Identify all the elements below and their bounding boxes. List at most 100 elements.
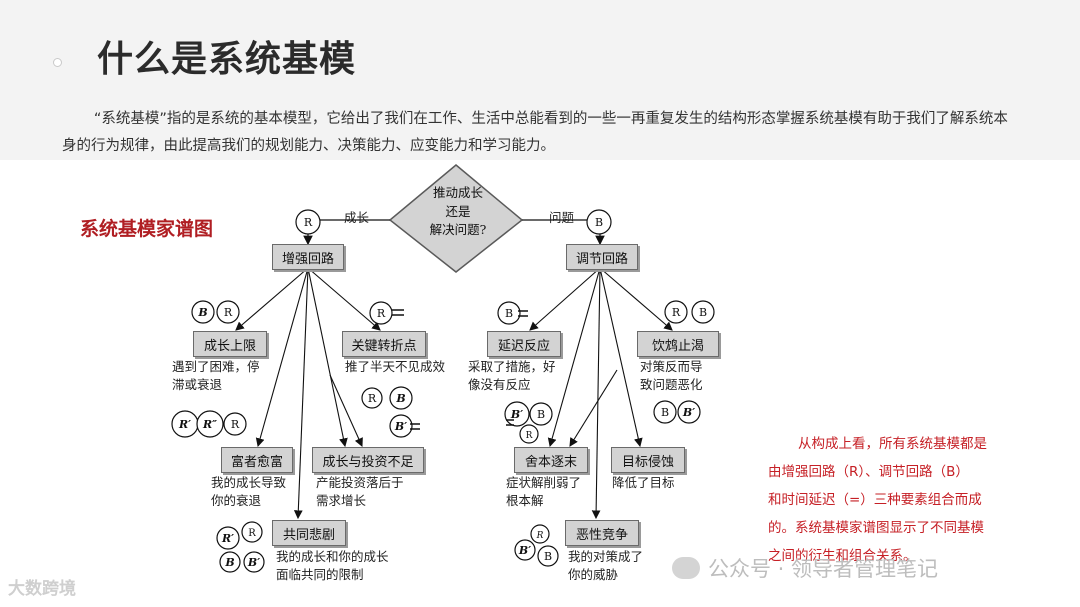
- page-title: 什么是系统基模: [97, 39, 357, 80]
- delay-box: 延迟反应: [487, 331, 561, 357]
- fixes-desc: 对策反而导致问题恶化: [640, 359, 703, 392]
- bullet-dot-icon: [53, 58, 62, 67]
- loop-glyph-Bp: B′: [682, 406, 695, 419]
- loop-glyph-R: R: [672, 306, 681, 319]
- loop-glyph-R: R: [368, 392, 377, 405]
- note-line-2: 由增强回路（R）、调节回路（B）: [768, 464, 969, 480]
- loop-glyph-B: B: [595, 216, 603, 229]
- root-diamond: [388, 164, 524, 273]
- underinvest-desc: 产能投资落后于需求增长: [316, 475, 404, 508]
- success-desc: 我的成长导致你的衰退: [211, 475, 287, 508]
- escalation-box: 恶性竞争: [565, 520, 639, 546]
- edge-limits-underinvest: [329, 374, 363, 448]
- note-line-1: 从构成上看，所有系统基模都是: [798, 436, 987, 452]
- loop-glyph-R: R: [536, 531, 544, 541]
- loop-glyph-Bp: B′: [247, 556, 260, 569]
- root-question: 推动成长 还是 解决问题?: [408, 184, 508, 240]
- commons-rp-loop-icon: [216, 526, 240, 550]
- watermark-brand: 大数跨境: [8, 579, 76, 599]
- loop-glyph-B: B: [505, 307, 513, 320]
- erosion-bp-loop-icon: [677, 400, 701, 424]
- delay-desc: 采取了措施，好像没有反应: [468, 359, 556, 392]
- edge-r-limits: [235, 267, 309, 331]
- root-line-2: 还是: [445, 203, 471, 219]
- tipping-point-box: 关键转折点: [342, 331, 426, 357]
- loop-glyph-Rp: R′: [178, 418, 191, 431]
- wechat-icon: [672, 557, 700, 579]
- underinvest-b-loop-icon: [389, 386, 413, 410]
- delay-b-loop-icon: [497, 301, 521, 325]
- limits-b-loop-icon: [191, 300, 215, 324]
- edge-b-escalation: [591, 267, 601, 520]
- loop-glyph-B: B: [537, 408, 545, 421]
- edge-r-commons: [293, 267, 309, 520]
- problem-branch-label: 问题: [549, 210, 575, 225]
- loop-glyph-R: R: [526, 431, 533, 441]
- loop-glyph-Rp: R′: [221, 532, 234, 545]
- underinvest-bp-loop-icon: [389, 414, 413, 438]
- family-diagram-title: 系统基模家谱图: [80, 218, 214, 240]
- fixes-that-fail-box: 饮鸩止渴: [637, 331, 719, 357]
- edge-b-erosion: [599, 267, 643, 448]
- loop-glyph-B: B: [699, 306, 707, 319]
- reinforcing-loop-box: 增强回路: [272, 244, 344, 270]
- commons-r-loop-icon: [241, 521, 263, 543]
- commons-desc: 我的成长和你的成长面临共同的限制: [276, 549, 389, 582]
- loop-glyph-R: R: [304, 216, 313, 229]
- loop-glyph-B: B: [224, 556, 234, 569]
- success-r-loop-icon: [223, 412, 247, 436]
- shifting-burden-box: 舍本逐末: [514, 447, 588, 473]
- success-to-successful-box: 富者愈富: [221, 447, 293, 473]
- tipping-r-loop-icon: [369, 301, 393, 325]
- edge-r-underinvest: [307, 267, 348, 448]
- note-line-5: 之间的衍生和组合关系。: [768, 548, 917, 564]
- loop-glyph-R: R: [248, 528, 256, 539]
- loop-glyph-Bp: B′: [518, 544, 531, 557]
- edge-b-fixes: [599, 267, 673, 331]
- limits-r-loop-icon: [216, 300, 240, 324]
- b-loop-icon: [586, 209, 612, 235]
- tipping-desc: 推了半天不见成效: [345, 359, 446, 374]
- edge-b-delay: [529, 267, 601, 331]
- fixes-r-loop-icon: [664, 300, 688, 324]
- loop-glyph-B: B: [661, 406, 669, 419]
- tragedy-commons-box: 共同悲剧: [272, 520, 346, 546]
- header-band: [0, 0, 1080, 160]
- commons-bp-loop-icon: [243, 551, 265, 573]
- shifting-b-loop-icon: [529, 402, 553, 426]
- loop-glyph-B: B: [544, 550, 552, 563]
- escalation-desc: 我的对策成了你的威胁: [568, 549, 644, 582]
- loop-glyph-Bp: B′: [394, 420, 407, 433]
- loop-glyph-R: R: [377, 307, 386, 320]
- shifting-r-loop-icon: [519, 424, 539, 444]
- r-loop-icon: [295, 209, 321, 235]
- commons-b-loop-icon: [219, 551, 241, 573]
- eroding-goals-box: 目标侵蚀: [611, 447, 685, 473]
- intro-paragraph: “系统基模”指的是系统的基本模型，它给出了我们在工作、生活中总能看到的一些一再重…: [62, 111, 1008, 154]
- limits-to-growth-box: 成长上限: [193, 331, 267, 357]
- shifting-desc: 症状解削弱了根本解: [506, 475, 582, 508]
- loop-glyph-Bp: B′: [510, 408, 523, 421]
- success-rpp-loop-icon: [196, 410, 224, 438]
- loop-glyph-Rpp: R″: [202, 418, 217, 431]
- loop-glyph-B: B: [197, 306, 207, 319]
- composition-note: 从构成上看，所有系统基模都是 由增强回路（R）、调节回路（B） 和时间延迟（=）…: [768, 430, 1038, 570]
- fixes-b-loop-icon: [691, 300, 715, 324]
- underinvest-r-loop-icon: [361, 387, 383, 409]
- edge-b-shifting: [547, 267, 601, 448]
- watermark-account: 公众号 · 领导者管理笔记: [708, 557, 939, 581]
- root-line-3: 解决问题?: [429, 222, 487, 237]
- growth-underinvestment-box: 成长与投资不足: [312, 447, 424, 473]
- erosion-b-loop-icon: [653, 400, 677, 424]
- loop-glyph-B: B: [395, 392, 405, 405]
- note-line-3: 和时间延迟（=）三种要素组合而成: [768, 492, 982, 508]
- edge-fixes-shifting: [569, 369, 618, 447]
- edge-r-tipping: [307, 267, 381, 331]
- limits-desc: 遇到了困难，停滞或衰退: [172, 359, 260, 392]
- erosion-desc: 降低了目标: [612, 475, 675, 490]
- edge-r-success: [255, 267, 309, 448]
- growth-branch-label: 成长: [344, 210, 370, 225]
- loop-glyph-R: R: [224, 306, 233, 319]
- balancing-loop-box: 调节回路: [566, 244, 638, 270]
